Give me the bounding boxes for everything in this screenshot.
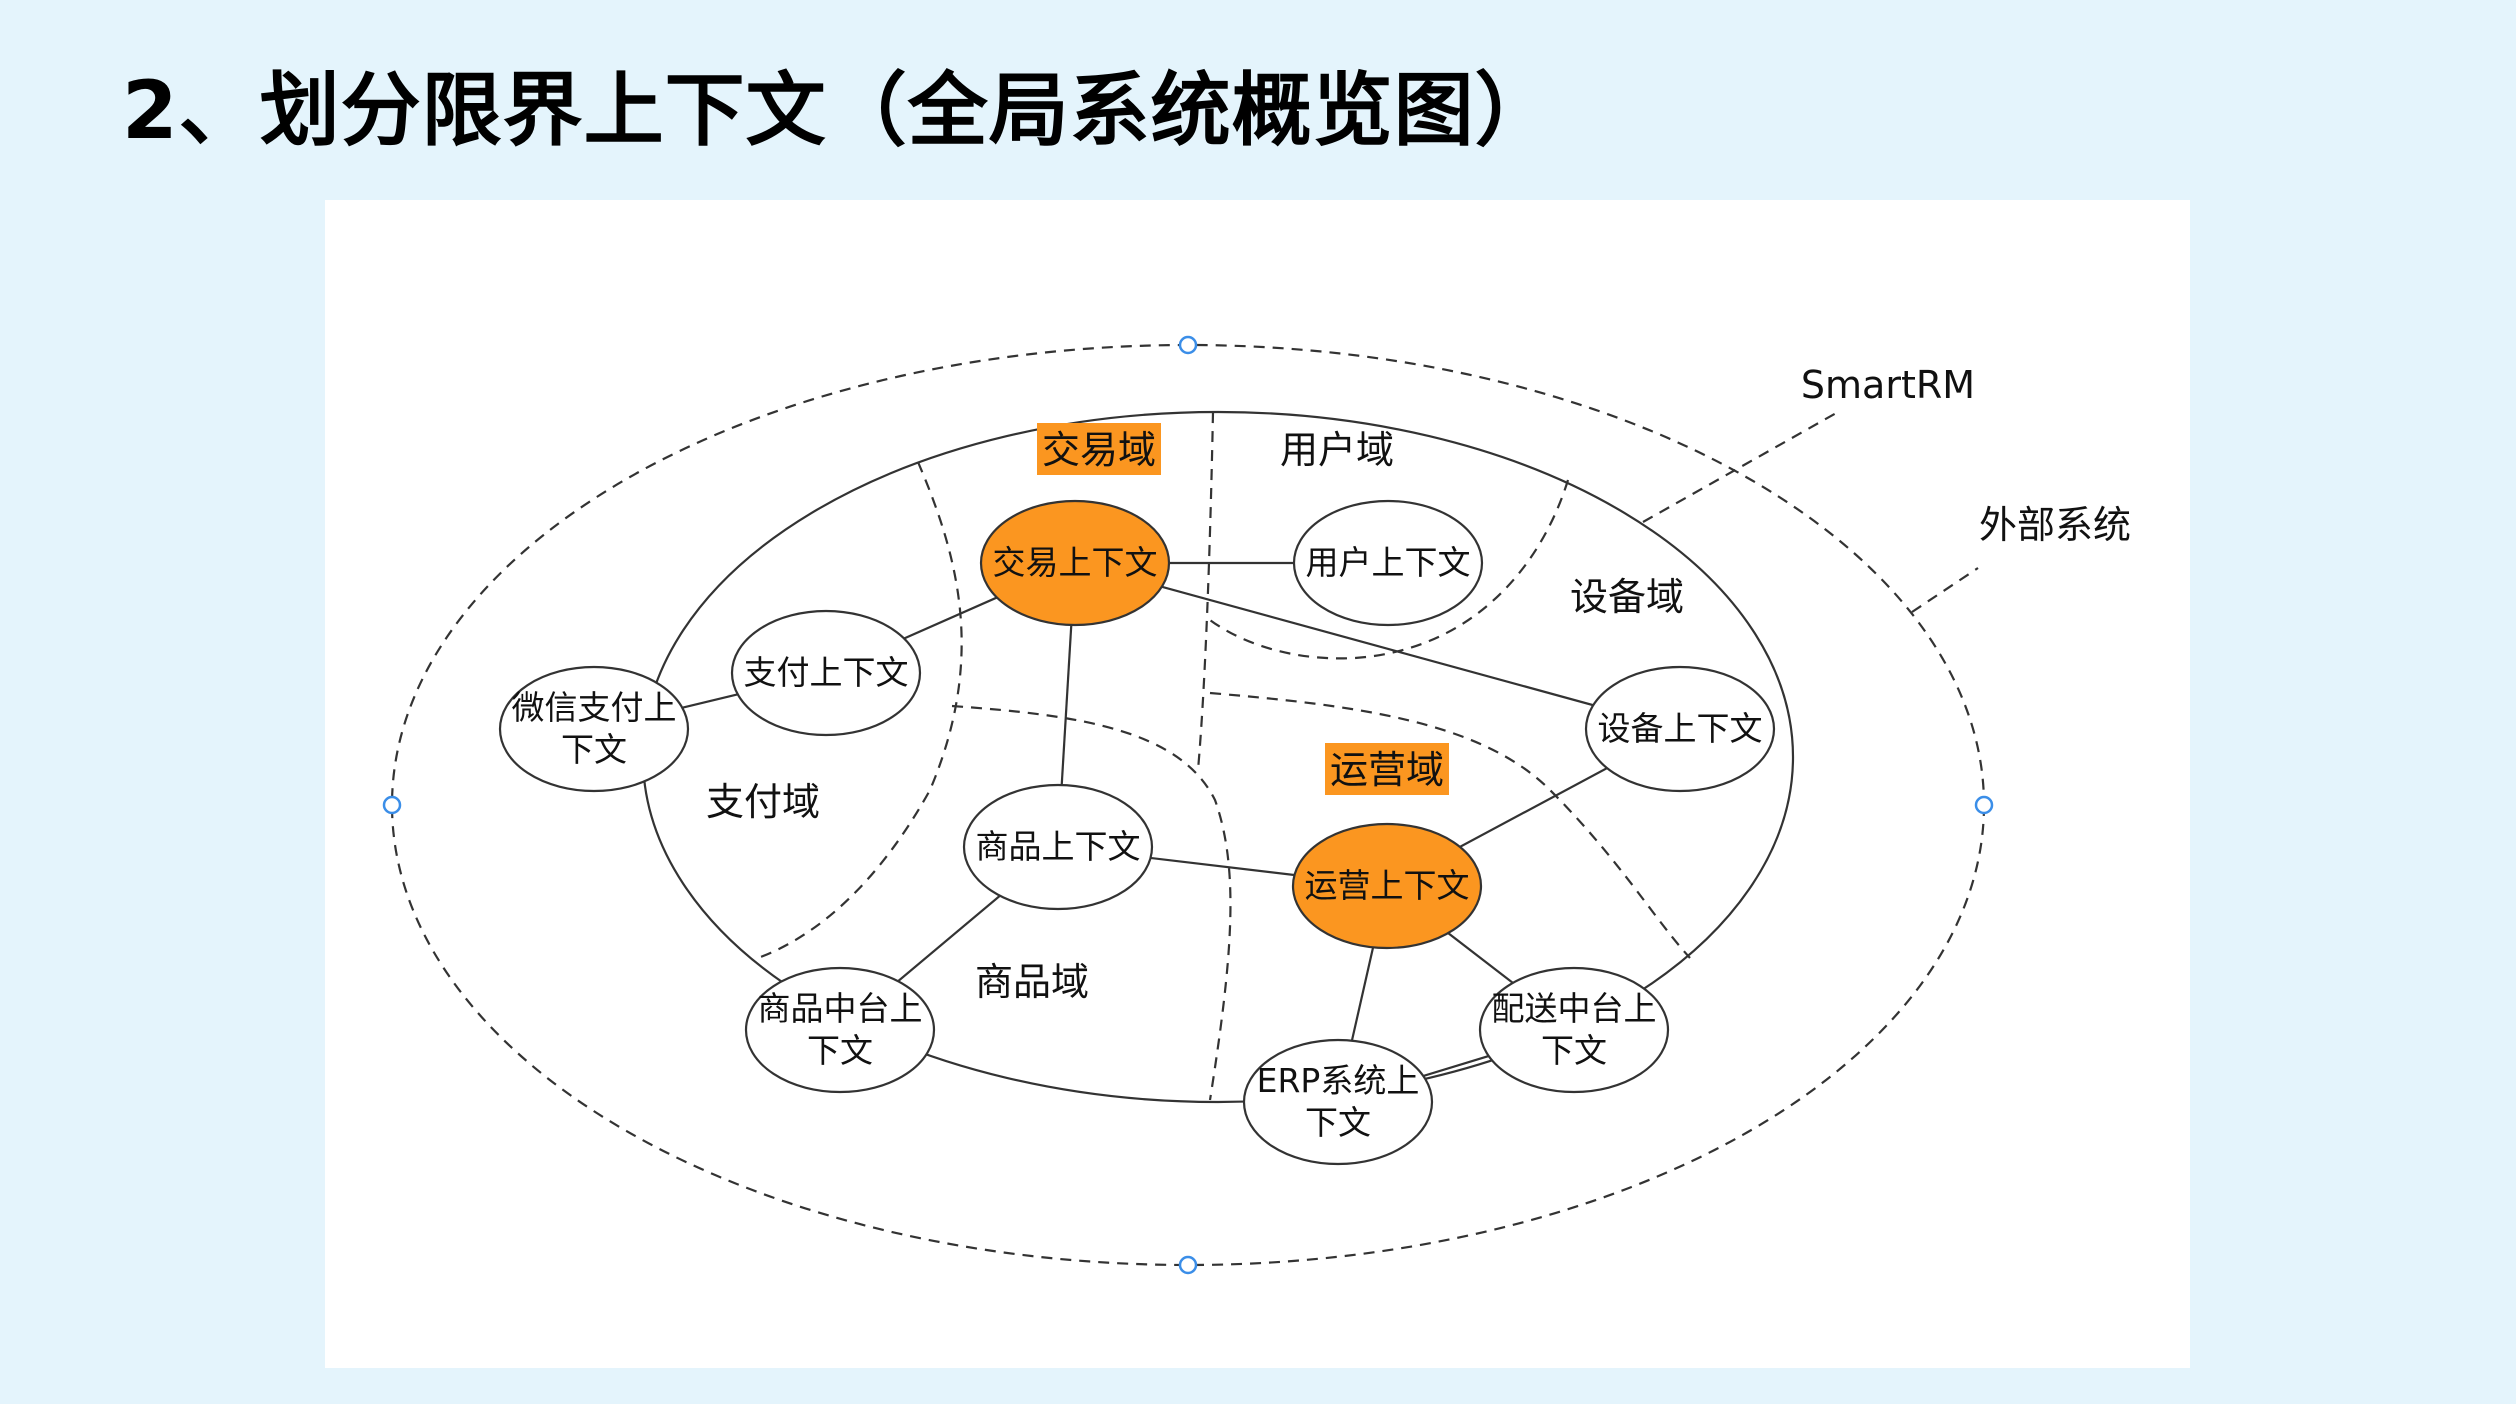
domain-label-trade: 交易域	[1042, 428, 1156, 472]
context-shape-wechat[interactable]	[498, 665, 690, 793]
context-label-delivery: 下文	[1541, 1031, 1607, 1070]
context-shape-product[interactable]	[962, 783, 1154, 911]
resize-handle-left[interactable]	[382, 795, 402, 815]
context-label-ops: 运营上下文	[1305, 866, 1470, 905]
separator-ops-top	[1209, 691, 1691, 959]
context-node-ops[interactable]: 运营上下文	[1291, 822, 1483, 950]
context-node-product[interactable]: 商品上下文	[962, 783, 1154, 911]
context-nodes: 交易上下文用户上下文支付上下文微信支付上下文设备上下文商品上下文运营上下文商品中…	[498, 499, 1776, 1166]
separator-trade-user	[1196, 411, 1215, 771]
domain-ops: 运营域	[1325, 743, 1449, 795]
slide-title: 2、划分限界上下文（全局系统概览图）	[122, 64, 1556, 157]
domain-separators	[757, 411, 1691, 1101]
relation-trade-device[interactable]	[1074, 561, 1681, 731]
resize-handle-right[interactable]	[1974, 795, 1994, 815]
context-label-product: 商品上下文	[976, 827, 1141, 866]
external-pointer	[1911, 567, 1979, 613]
domain-payment: 支付域	[706, 780, 820, 824]
system-boundary-label: SmartRM	[1801, 363, 1975, 407]
context-label-trade: 交易上下文	[993, 543, 1158, 582]
context-label-user: 用户上下文	[1306, 543, 1471, 582]
context-shape-user[interactable]	[1292, 499, 1484, 627]
separator-trade-payment	[757, 461, 963, 960]
context-shape-device[interactable]	[1584, 665, 1776, 793]
separator-payment-product	[951, 704, 1232, 1101]
context-shape-pay[interactable]	[730, 609, 922, 737]
context-label-pay: 支付上下文	[744, 653, 909, 692]
context-label-wechat: 下文	[561, 730, 627, 769]
context-shape-trade[interactable]	[979, 499, 1171, 627]
domain-label-product: 商品域	[975, 960, 1089, 1004]
domain-label-ops: 运营域	[1330, 748, 1444, 792]
resize-handle-top[interactable]	[1178, 335, 1198, 355]
domain-trade: 交易域	[1037, 423, 1161, 475]
context-label-delivery: 配送中台上	[1492, 989, 1657, 1028]
separator-user-device	[1209, 479, 1570, 660]
context-node-user[interactable]: 用户上下文	[1292, 499, 1484, 627]
context-label-pmc: 下文	[807, 1031, 873, 1070]
resize-handle-bottom[interactable]	[1178, 1255, 1198, 1275]
domain-label-device: 设备域	[1570, 575, 1684, 619]
context-label-erp: ERP系统上	[1257, 1061, 1420, 1100]
context-shape-erp[interactable]	[1242, 1038, 1434, 1166]
smartrm-pointer	[1642, 411, 1839, 523]
domain-user: 用户域	[1280, 428, 1394, 472]
outer-boundary-label: 外部系统	[1979, 503, 2131, 547]
domain-highlight-trade	[1037, 423, 1161, 475]
context-shape-ops[interactable]	[1291, 822, 1483, 950]
domain-label-payment: 支付域	[706, 780, 820, 824]
context-node-trade[interactable]: 交易上下文	[979, 499, 1171, 627]
domain-product: 商品域	[975, 960, 1089, 1004]
outer-boundary[interactable]	[390, 343, 1986, 1267]
context-shape-pmc[interactable]	[744, 966, 936, 1094]
context-label-wechat: 微信支付上	[512, 688, 677, 727]
domain-device: 设备域	[1570, 575, 1684, 619]
context-node-pay[interactable]: 支付上下文	[730, 609, 922, 737]
domain-highlight-ops	[1325, 743, 1449, 795]
context-label-erp: 下文	[1305, 1103, 1371, 1142]
context-label-pmc: 商品中台上	[758, 989, 923, 1028]
domain-label-user: 用户域	[1280, 428, 1394, 472]
context-shape-delivery[interactable]	[1478, 966, 1670, 1094]
context-node-device[interactable]: 设备上下文	[1584, 665, 1776, 793]
context-label-device: 设备上下文	[1598, 709, 1763, 748]
